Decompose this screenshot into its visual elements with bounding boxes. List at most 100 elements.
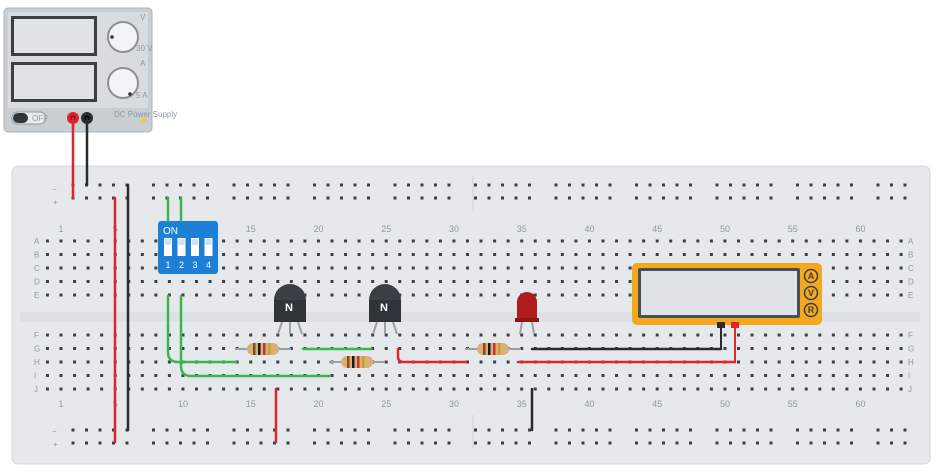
rail-hole[interactable] — [769, 428, 773, 432]
breadboard-hole[interactable] — [899, 347, 903, 350]
breadboard-hole[interactable] — [222, 253, 226, 256]
breadboard-hole[interactable] — [506, 333, 510, 337]
rail-hole[interactable] — [595, 196, 598, 200]
transistor-1[interactable]: N — [274, 284, 306, 335]
rail-hole[interactable] — [809, 428, 813, 432]
breadboard-hole[interactable] — [208, 280, 212, 283]
breadboard-hole[interactable] — [696, 333, 700, 337]
breadboard-hole[interactable] — [398, 347, 402, 350]
breadboard-hole[interactable] — [899, 293, 903, 297]
breadboard-hole[interactable] — [669, 387, 673, 391]
breadboard-hole[interactable] — [222, 333, 226, 337]
breadboard-hole[interactable] — [886, 266, 890, 270]
breadboard-hole[interactable] — [737, 387, 740, 391]
rail-hole[interactable] — [98, 183, 102, 187]
rail-hole[interactable] — [635, 183, 638, 187]
breadboard-hole[interactable] — [344, 374, 348, 377]
rail-hole[interactable] — [393, 183, 397, 187]
breadboard-hole[interactable] — [357, 293, 361, 297]
breadboard-hole[interactable] — [858, 253, 862, 256]
breadboard-hole[interactable] — [533, 293, 537, 297]
breadboard-hole[interactable] — [438, 347, 442, 350]
breadboard-hole[interactable] — [262, 333, 266, 337]
rail-hole[interactable] — [742, 183, 746, 187]
breadboard-hole[interactable] — [140, 347, 144, 350]
resistor-2[interactable] — [329, 356, 385, 368]
breadboard-hole[interactable] — [140, 266, 144, 270]
breadboard-hole[interactable] — [45, 387, 49, 391]
rail-hole[interactable] — [487, 441, 491, 445]
breadboard-hole[interactable] — [154, 347, 158, 350]
breadboard-hole[interactable] — [750, 253, 754, 256]
breadboard-hole[interactable] — [886, 239, 890, 243]
breadboard-hole[interactable] — [140, 333, 144, 337]
breadboard-hole[interactable] — [818, 387, 822, 391]
rail-hole[interactable] — [581, 196, 585, 200]
breadboard-hole[interactable] — [669, 239, 673, 243]
rail-hole[interactable] — [192, 183, 196, 187]
rail-hole[interactable] — [340, 183, 343, 187]
breadboard-hole[interactable] — [371, 266, 375, 270]
rail-hole[interactable] — [581, 428, 585, 432]
breadboard-hole[interactable] — [642, 239, 646, 243]
rail-hole[interactable] — [823, 428, 826, 432]
breadboard-hole[interactable] — [520, 333, 524, 337]
breadboard-hole[interactable] — [438, 266, 442, 270]
rail-hole[interactable] — [528, 441, 531, 445]
breadboard-hole[interactable] — [709, 253, 713, 256]
breadboard-hole[interactable] — [384, 374, 388, 377]
rail-hole[interactable] — [420, 428, 424, 432]
rail-hole[interactable] — [595, 183, 598, 187]
breadboard-hole[interactable] — [533, 387, 537, 391]
rail-hole[interactable] — [648, 196, 652, 200]
breadboard-hole[interactable] — [235, 387, 239, 391]
rail-hole[interactable] — [769, 441, 773, 445]
breadboard-hole[interactable] — [493, 387, 497, 391]
rail-hole[interactable] — [675, 183, 679, 187]
breadboard-hole[interactable] — [791, 360, 795, 364]
breadboard-hole[interactable] — [506, 280, 510, 283]
rail-hole[interactable] — [675, 196, 679, 200]
rail-hole[interactable] — [648, 441, 652, 445]
breadboard-hole[interactable] — [493, 333, 497, 337]
breadboard-hole[interactable] — [59, 387, 63, 391]
breadboard-hole[interactable] — [831, 333, 835, 337]
breadboard-hole[interactable] — [452, 293, 456, 297]
rail-hole[interactable] — [648, 428, 652, 432]
breadboard-hole[interactable] — [276, 266, 280, 270]
breadboard-hole[interactable] — [791, 333, 795, 337]
breadboard-hole[interactable] — [371, 239, 375, 243]
breadboard-hole[interactable] — [452, 280, 456, 283]
breadboard-hole[interactable] — [59, 293, 63, 297]
breadboard-hole[interactable] — [140, 387, 144, 391]
breadboard-hole[interactable] — [222, 387, 226, 391]
dip-toggle-4[interactable] — [204, 238, 213, 256]
breadboard-hole[interactable] — [858, 293, 862, 297]
rail-hole[interactable] — [259, 428, 263, 432]
breadboard-hole[interactable] — [709, 333, 713, 337]
breadboard-hole[interactable] — [195, 280, 198, 283]
breadboard-hole[interactable] — [479, 266, 483, 270]
breadboard-hole[interactable] — [655, 253, 659, 256]
breadboard-hole[interactable] — [466, 360, 469, 364]
breadboard-hole[interactable] — [45, 266, 49, 270]
breadboard-hole[interactable] — [560, 280, 564, 283]
breadboard-hole[interactable] — [344, 239, 348, 243]
breadboard-hole[interactable] — [289, 239, 293, 243]
rail-hole[interactable] — [850, 183, 853, 187]
rail-hole[interactable] — [635, 428, 638, 432]
rail-hole[interactable] — [903, 183, 907, 187]
breadboard-hole[interactable] — [262, 280, 266, 283]
breadboard-hole[interactable] — [479, 360, 483, 364]
breadboard-hole[interactable] — [222, 347, 226, 350]
breadboard-hole[interactable] — [872, 293, 876, 297]
breadboard-hole[interactable] — [466, 266, 469, 270]
rail-hole[interactable] — [903, 196, 907, 200]
breadboard-hole[interactable] — [493, 239, 497, 243]
rail-hole[interactable] — [447, 441, 451, 445]
rail-hole[interactable] — [192, 196, 196, 200]
breadboard-hole[interactable] — [628, 374, 632, 377]
breadboard-hole[interactable] — [235, 239, 239, 243]
breadboard-hole[interactable] — [154, 374, 158, 377]
